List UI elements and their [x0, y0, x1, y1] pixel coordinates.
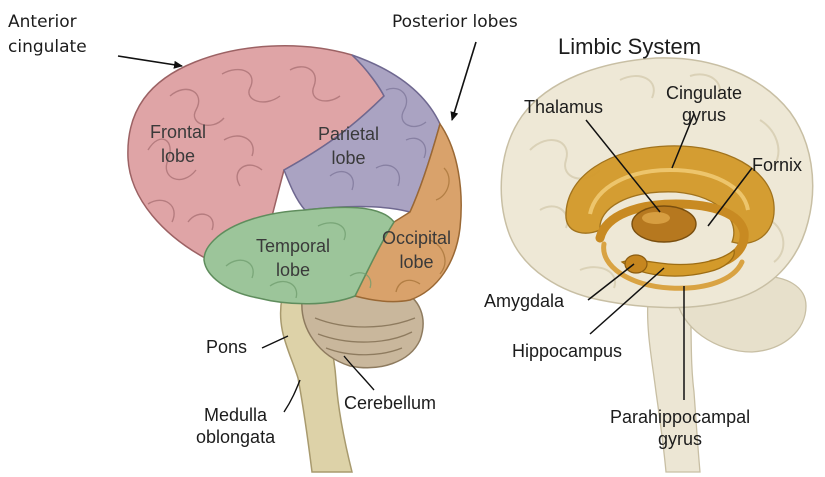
posterior-lobes-arrow	[452, 42, 476, 120]
thalamus	[632, 206, 696, 242]
occipital-lobe-label: Occipital lobe	[382, 226, 451, 274]
thalamus-label: Thalamus	[524, 96, 603, 118]
pons-label: Pons	[206, 336, 247, 358]
cerebellum-label: Cerebellum	[344, 392, 436, 414]
medulla-leader	[284, 380, 300, 412]
temporal-lobe-label: Temporal lobe	[256, 234, 330, 282]
posterior-lobes-label: Posterior lobes	[392, 10, 518, 35]
hippocampus-label: Hippocampus	[512, 340, 622, 362]
limbic-system-title: Limbic System	[558, 34, 701, 60]
medulla-oblongata-label: Medulla oblongata	[196, 404, 275, 448]
amygdala	[625, 255, 647, 273]
parahippocampal-gyrus-label: Parahippocampal gyrus	[610, 406, 750, 450]
pons-leader	[262, 336, 288, 348]
fornix-label: Fornix	[752, 154, 802, 176]
parietal-lobe-label: Parietal lobe	[318, 122, 379, 170]
anterior-cingulate-arrow	[118, 56, 182, 66]
cingulate-gyrus-label: Cingulate gyrus	[666, 82, 742, 126]
frontal-lobe-label: Frontal lobe	[150, 120, 206, 168]
amygdala-label: Amygdala	[484, 290, 564, 312]
anterior-cingulate-label: Anterior cingulate	[8, 10, 87, 60]
